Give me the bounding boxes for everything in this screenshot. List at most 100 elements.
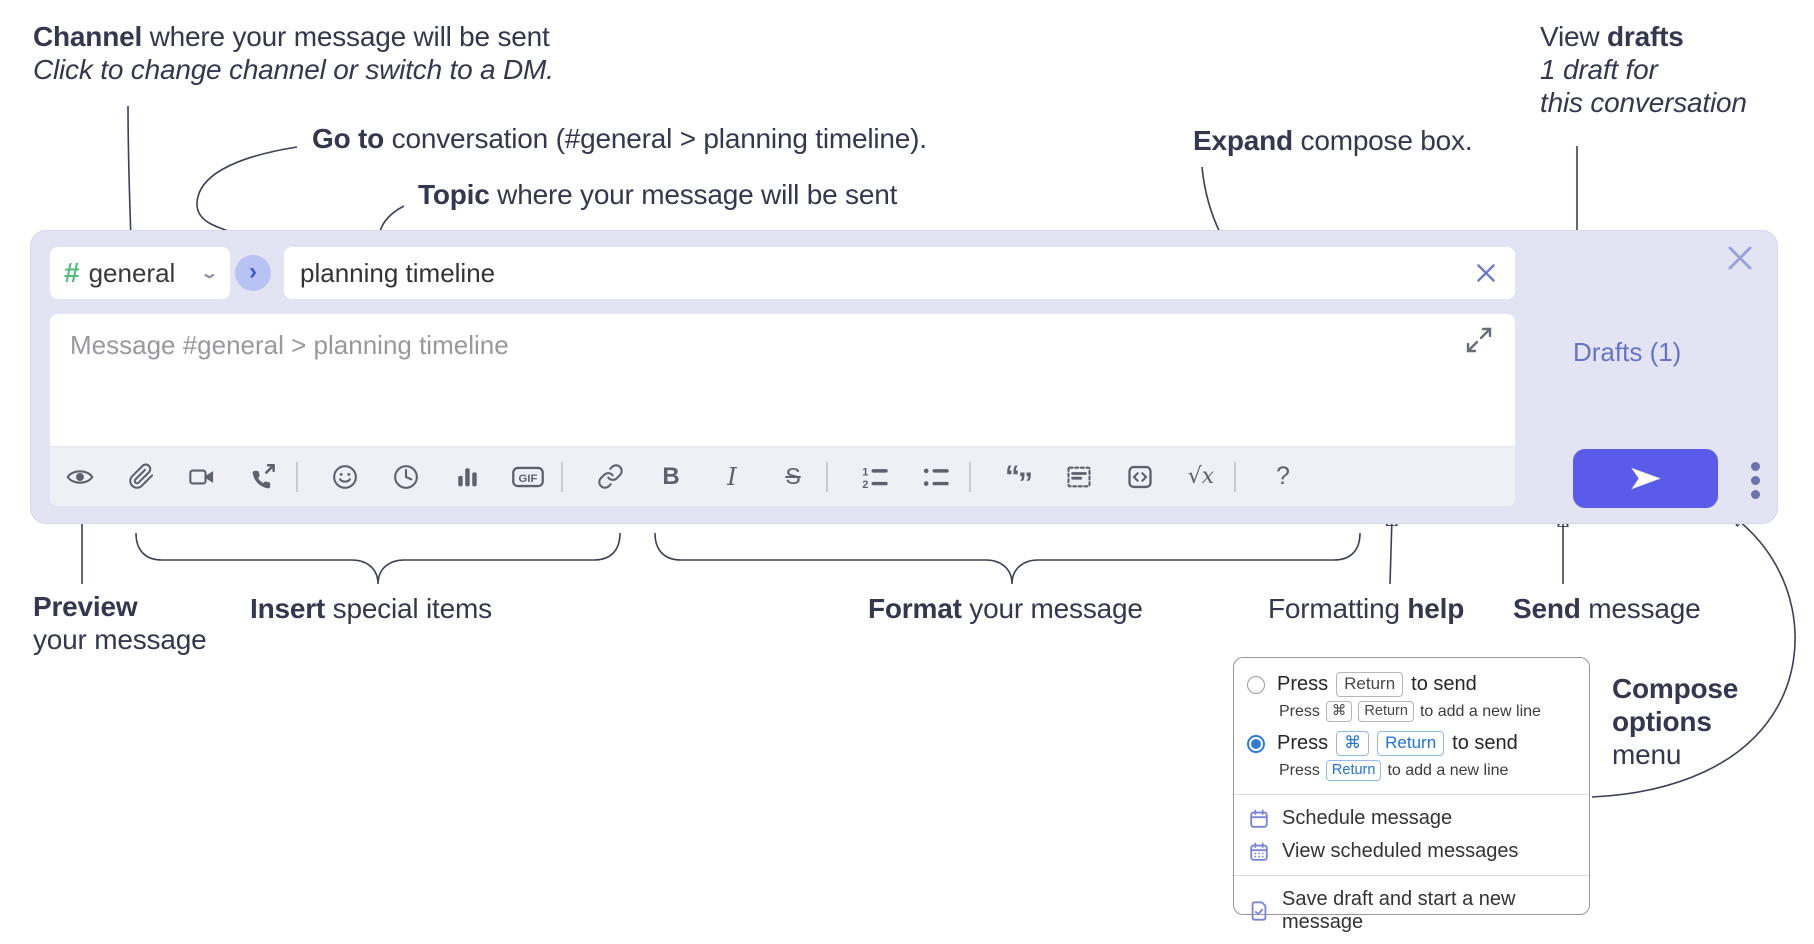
toolbar-divider [969, 461, 971, 492]
cmd-keycap: ⌘ [1325, 701, 1353, 722]
send-annotation: Send message [1513, 592, 1701, 625]
topic-annotation-rest: where your message will be sent [489, 179, 898, 210]
channel-selector[interactable]: # general ⌄ [49, 246, 231, 300]
svg-text:1: 1 [862, 466, 868, 478]
option1-press: Press [1277, 673, 1329, 695]
popup-divider [1234, 875, 1589, 876]
menu-item-view-scheduled-messages[interactable]: View scheduled messages [1234, 835, 1589, 868]
help-annotation-pre: Formatting [1268, 593, 1408, 624]
message-formatting-help-icon[interactable]: ? [1276, 462, 1290, 490]
option-enter-to-send[interactable]: Press Return to send [1234, 669, 1589, 698]
menu-item-save-draft[interactable]: Save draft and start a new message [1234, 883, 1589, 939]
channel-annotation-bold: Channel [33, 21, 143, 52]
topic-annotation-bold: Topic [418, 179, 490, 210]
italic-icon[interactable]: I [727, 462, 737, 491]
compose-options-menu-button[interactable] [1739, 455, 1771, 505]
insert-brace [135, 532, 621, 585]
channel-annotation: Channel where your message will be sent … [33, 20, 554, 86]
insert-annotation: Insert special items [250, 592, 492, 625]
compose-options-annotation-line1: Compose [1612, 673, 1739, 704]
format-annotation: Format your message [868, 592, 1143, 625]
schedule-clock-icon[interactable] [387, 458, 425, 496]
send-annotation-rest: message [1580, 593, 1701, 624]
drafts-link[interactable]: Drafts (1) [1573, 337, 1682, 367]
kebab-dot [1750, 475, 1760, 485]
expand-annotation-rest: compose box. [1292, 125, 1473, 156]
code-icon[interactable] [1121, 458, 1159, 496]
return-keycap: Return [1325, 760, 1382, 781]
gif-icon[interactable]: GIF [509, 458, 547, 496]
kebab-dot [1750, 489, 1760, 499]
quote-icon[interactable]: “” [1005, 459, 1033, 500]
calendar-grid-icon [1250, 842, 1268, 861]
channel-annotation-rest: where your message will be sent [142, 21, 550, 52]
preview-icon[interactable] [61, 458, 99, 496]
send-plane-icon [1630, 467, 1661, 490]
option2-tail: to send [1452, 732, 1518, 754]
compose-box: # general ⌄ › planning timeline Message … [30, 230, 1778, 524]
drafts-annotation: View drafts 1 draft for this conversatio… [1540, 20, 1747, 119]
compose-options-annotation-line2: options [1612, 706, 1712, 737]
close-compose-icon[interactable] [1725, 243, 1755, 273]
calendar-icon [1250, 809, 1268, 828]
strikethrough-icon[interactable]: S [785, 463, 801, 489]
save-draft-icon [1251, 901, 1267, 921]
poll-icon[interactable] [448, 458, 486, 496]
attach-file-icon[interactable] [122, 458, 160, 496]
topic-input[interactable]: planning timeline [283, 246, 1516, 300]
goto-leader-line [196, 146, 298, 241]
radio-selected-icon[interactable] [1247, 734, 1265, 753]
goto-annotation-rest: conversation (#general > planning timeli… [384, 123, 927, 154]
menu-item-schedule-message[interactable]: Schedule message [1234, 802, 1589, 835]
option2-press: Press [1277, 732, 1329, 754]
message-placeholder: Message #general > planning timeline [70, 330, 509, 360]
video-call-icon[interactable] [183, 458, 221, 496]
goto-annotation: Go to conversation (#general > planning … [312, 122, 927, 155]
menu-item-label: Save draft and start a new message [1282, 888, 1516, 933]
toolbar-divider [561, 461, 563, 492]
compose-options-annotation: Compose options menu [1612, 672, 1738, 771]
insert-annotation-bold: Insert [250, 593, 326, 624]
link-icon[interactable] [591, 458, 629, 496]
compose-options-annotation-line3: menu [1612, 739, 1682, 770]
option2-subtext: Press Return to add a new line [1234, 757, 1589, 787]
help-leader-line [1390, 517, 1392, 585]
return-keycap: Return [1377, 731, 1445, 756]
spoiler-icon[interactable] [1060, 458, 1098, 496]
compose-options-popup: Press Return to send Press ⌘ Return to a… [1233, 657, 1590, 933]
expand-annotation: Expand compose box. [1193, 124, 1473, 157]
clear-topic-icon[interactable] [1473, 260, 1499, 286]
expand-compose-icon[interactable] [1465, 326, 1493, 354]
channel-annotation-sub: Click to change channel or switch to a D… [33, 54, 554, 85]
topic-annotation: Topic where your message will be sent [418, 178, 897, 211]
bold-icon[interactable]: B [662, 462, 680, 490]
voice-call-icon[interactable] [244, 458, 282, 496]
menu-item-label: View scheduled messages [1282, 840, 1519, 862]
format-annotation-bold: Format [868, 593, 962, 624]
math-icon[interactable]: √x [1187, 464, 1215, 489]
insert-annotation-rest: special items [325, 593, 492, 624]
bulleted-list-icon[interactable] [917, 458, 955, 496]
format-brace [654, 532, 1361, 585]
help-annotation: Formatting help [1268, 592, 1464, 625]
preview-annotation: Preview your message [33, 590, 207, 656]
message-area[interactable]: Message #general > planning timeline [49, 313, 1516, 507]
toolbar-divider [296, 461, 298, 492]
svg-text:2: 2 [862, 478, 868, 490]
radio-unselected-icon[interactable] [1247, 675, 1265, 694]
menu-item-label: Schedule message [1282, 807, 1453, 829]
preview-annotation-bold: Preview [33, 591, 138, 622]
popup-divider [1234, 794, 1589, 795]
goto-annotation-bold: Go to [312, 123, 385, 154]
cmd-keycap: ⌘ [1336, 731, 1370, 756]
expand-annotation-bold: Expand [1193, 125, 1293, 156]
return-keycap: Return [1358, 701, 1414, 722]
format-annotation-rest: your message [961, 593, 1143, 624]
emoji-icon[interactable] [326, 458, 364, 496]
svg-text:GIF: GIF [519, 473, 538, 485]
go-to-conversation-button[interactable]: › [235, 255, 271, 291]
option-cmd-enter-to-send[interactable]: Press ⌘ Return to send [1234, 728, 1589, 757]
send-button[interactable] [1573, 449, 1718, 508]
